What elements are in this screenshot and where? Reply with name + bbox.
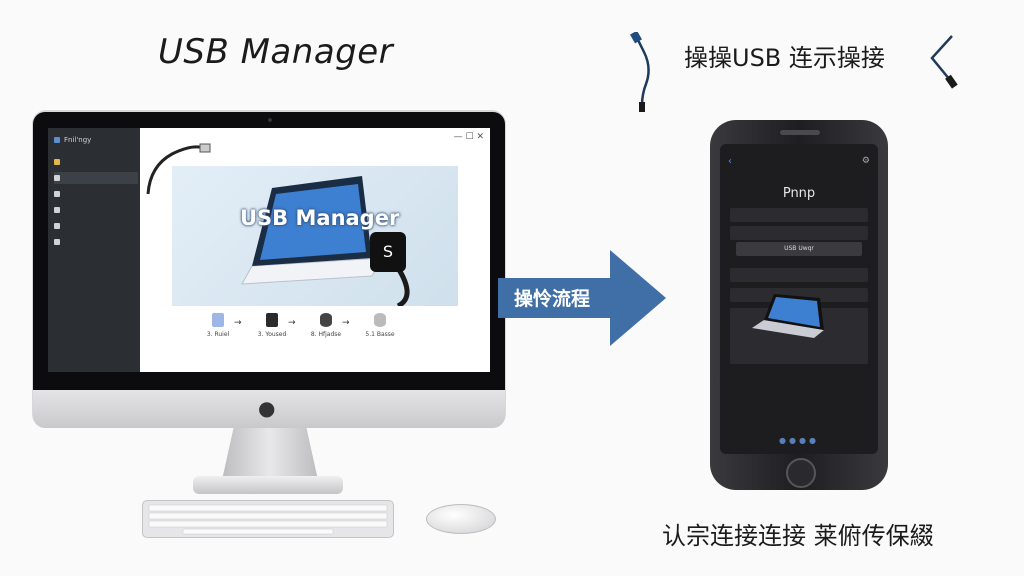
panel-title: USB Manager [240,206,400,230]
home-button[interactable] [786,458,816,488]
keyboard [142,500,394,538]
drive-icon [54,239,60,245]
tablet-illustration [748,294,828,344]
device-icon [54,207,60,213]
page-title: USB Manager [158,32,394,72]
step-4: 5.1 Basse [360,313,400,338]
sidebar-item-4[interactable] [54,204,138,216]
app-sidebar: Fnil'ngy [48,128,140,372]
arrow-label: 操怜流程 [514,288,591,310]
settings-icon[interactable]: ⚙ [861,156,870,166]
monitor-chin [33,390,505,428]
monitor-stand-base [193,476,343,494]
phone-row-1[interactable] [730,208,868,222]
folder-icon [54,159,60,165]
phone-row-2[interactable] [730,226,868,240]
back-icon[interactable]: ‹ [728,156,732,167]
sidebar-item-5[interactable] [54,220,138,232]
tablet-icon [266,313,278,327]
mouse [426,504,496,534]
page-dots[interactable]: ●●●● [779,436,819,445]
phone-app-title: Pnnp [782,186,816,201]
sidebar-header: Fnil'ngy [54,134,138,146]
monitor-stand [222,428,318,480]
illustration-panel: S [172,166,458,306]
usb-icon [54,175,60,181]
sidebar-item-2[interactable] [54,172,138,184]
usb-stick-icon [212,313,224,327]
desktop-screen: Fnil'ngy — ☐ ✕ S USB Manager 3. Ruiel → … [48,128,490,372]
gear-icon [54,223,60,229]
step-arrow-icon: → [342,318,350,328]
flow-arrow [498,250,668,346]
step-1: 3. Ruiel [198,313,238,338]
step-arrow-icon: → [288,318,296,328]
camera-dot [268,118,272,122]
step-2: 3. Yoused [252,313,292,338]
phone-speaker [780,130,820,135]
sidebar-item-6[interactable] [54,236,138,248]
phone-screen: ‹ ⚙ Pnnp USB Uwqr ●●●● [720,144,878,454]
right-title: 操操USB 连示操接 [684,44,885,72]
bottom-caption: 认宗连接连接 莱俯传保綴 [662,522,934,550]
usb-cable-icon-right [924,32,960,92]
app-name: Fnil'ngy [64,136,92,144]
apple-logo-icon: ● [258,396,276,420]
app-logo-icon [54,137,60,143]
phone-row-4[interactable] [730,288,868,302]
heart-icon [54,191,60,197]
window-controls[interactable]: — ☐ ✕ [453,132,484,142]
usb-cable-icon-left [630,30,660,112]
process-steps: 3. Ruiel → 3. Yoused → 8. Hfjadse → 5.1 … [198,313,438,353]
step-arrow-icon: → [234,318,242,328]
phone-row-3[interactable] [730,268,868,282]
step-4-label: 5.1 Basse [365,331,395,338]
sidebar-item-1[interactable] [54,156,138,168]
step-2-label: 3. Yoused [257,331,287,338]
usb-button[interactable]: USB Uwqr [736,242,862,256]
storage-icon [374,313,386,327]
database-icon [320,313,332,327]
step-3: 8. Hfjadse [306,313,346,338]
step-3-label: 8. Hfjadse [310,331,342,338]
sidebar-item-3[interactable] [54,188,138,200]
step-1-label: 3. Ruiel [206,331,230,338]
usb-device-icon: S [370,232,406,272]
cable-illustration [142,136,212,196]
